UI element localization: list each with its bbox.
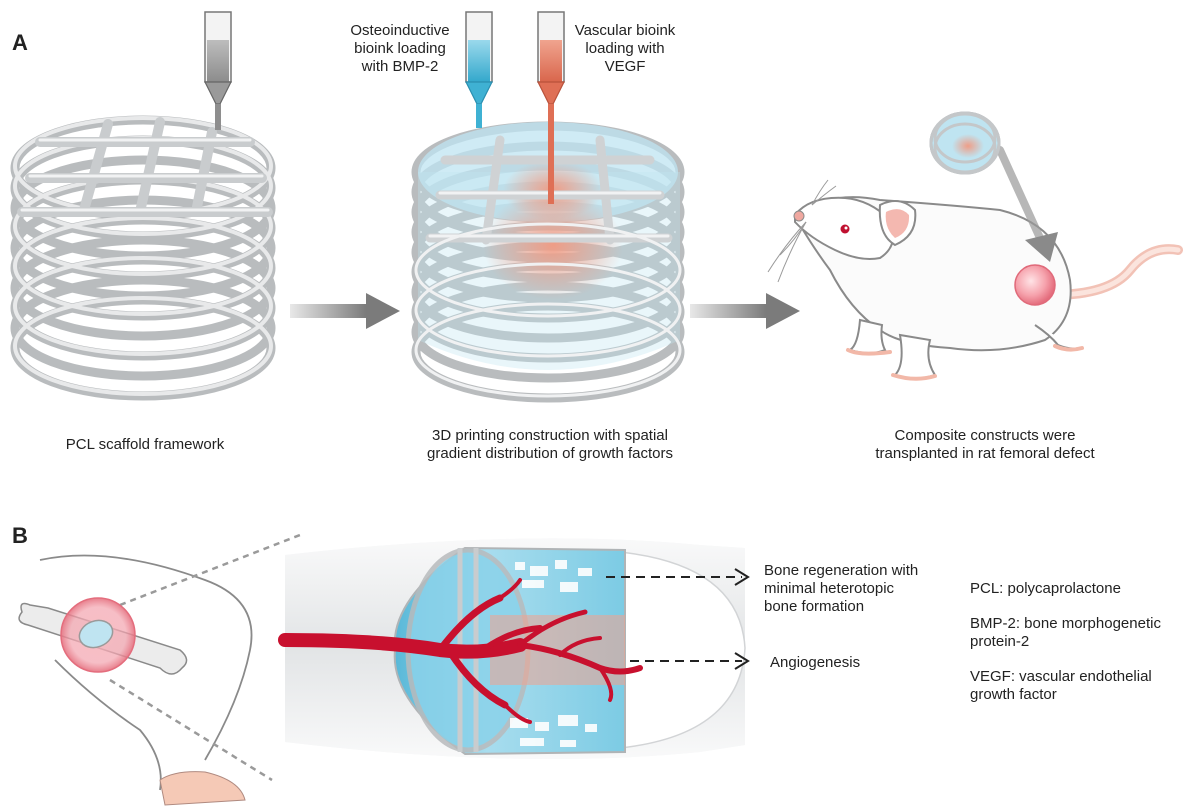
nozzle-blue-label: Osteoinductive bioink loading with BMP-2 bbox=[330, 22, 470, 76]
caption-scaffold: PCL scaffold framework bbox=[20, 436, 270, 454]
pcl-scaffold-illustration bbox=[15, 12, 271, 396]
abbreviation-legend: PCL: polycaprolactone BMP-2: bone morpho… bbox=[970, 580, 1180, 704]
panel-a-label: A bbox=[12, 30, 28, 56]
caption-printing: 3D printing construction with spatial gr… bbox=[385, 427, 715, 463]
nozzle-red-label: Vascular bioink loading with VEGF bbox=[560, 22, 690, 76]
process-arrow-2 bbox=[690, 293, 800, 329]
process-arrow-1 bbox=[290, 293, 400, 329]
annotation-angiogenesis: Angiogenesis bbox=[770, 654, 920, 672]
pcl-nozzle bbox=[205, 12, 231, 130]
legend-item-bmp2: BMP-2: bone morphogenetic protein-2 bbox=[970, 615, 1180, 651]
magnified-construct-illustration bbox=[285, 538, 748, 759]
legend-item-pcl: PCL: polycaprolactone bbox=[970, 580, 1180, 598]
legend-item-vegf: VEGF: vascular endothelial growth factor bbox=[970, 668, 1180, 704]
panel-b-label: B bbox=[12, 523, 28, 549]
annotation-bone-regeneration: Bone regeneration with minimal heterotop… bbox=[764, 562, 964, 616]
rat-illustration bbox=[768, 113, 1178, 379]
caption-transplant: Composite constructs were transplanted i… bbox=[840, 427, 1130, 463]
rat-hindlimb-inset bbox=[19, 535, 300, 805]
